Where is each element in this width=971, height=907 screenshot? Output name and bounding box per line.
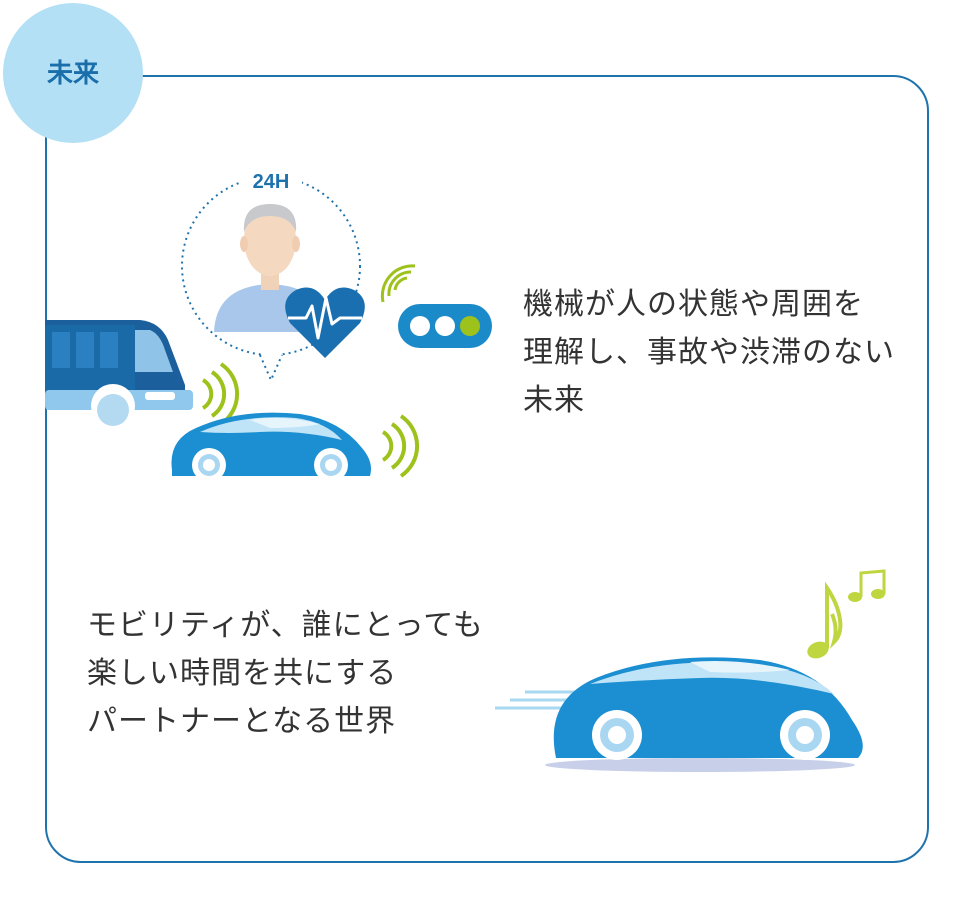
- scene1-line-3: 未来: [523, 383, 585, 418]
- health-monitor-bubble: 24H: [181, 165, 361, 383]
- scene2-line-1: モビリティが、誰にとっても: [87, 608, 484, 643]
- scene1-description: 機械が人の状態や周囲を 理解し、事故や渋滞のない 未来: [523, 281, 943, 425]
- music-notes-icon: [807, 569, 886, 659]
- bus-icon: [45, 320, 193, 428]
- connected-car-icon: [171, 362, 420, 482]
- scene1-line-2: 理解し、事故や渋滞のない: [523, 335, 895, 370]
- scene2-description: モビリティが、誰にとっても 楽しい時間を共にする パートナーとなる世界: [87, 602, 507, 746]
- scene2-line-2: 楽しい時間を共にする: [87, 656, 398, 691]
- scene2-line-3: パートナーとなる世界: [87, 704, 397, 739]
- future-badge: 未来: [3, 3, 143, 143]
- heart-rate-icon: [285, 287, 365, 358]
- monitor-24h-label: 24H: [253, 171, 290, 193]
- music-car-icon: [495, 657, 863, 772]
- traffic-signal-icon: [380, 264, 492, 348]
- scene1-line-1: 機械が人の状態や周囲を: [523, 287, 864, 322]
- badge-label: 未来: [46, 58, 99, 89]
